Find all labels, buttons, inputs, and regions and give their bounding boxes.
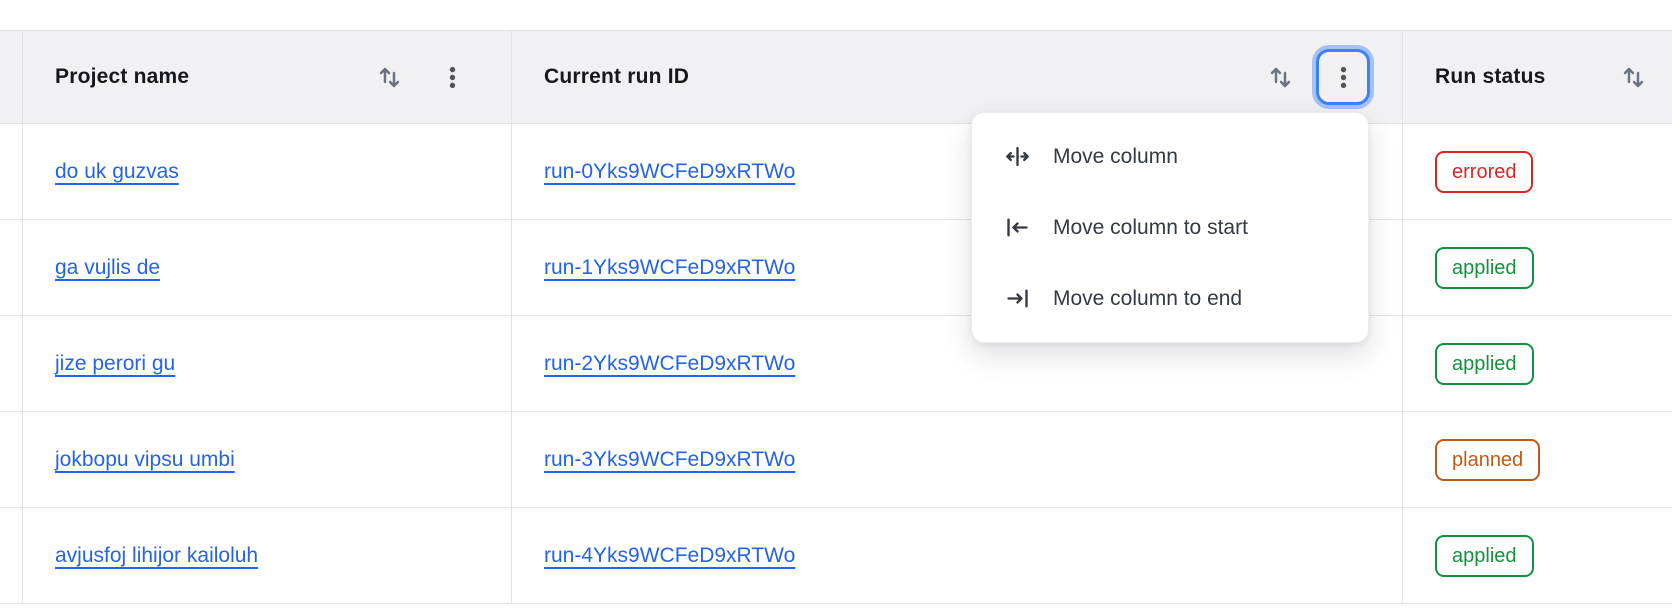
move-column-icon [1004,143,1031,170]
menu-item-label: Move column [1053,144,1178,168]
run-status-badge: applied [1435,534,1534,577]
table-header-row: Project name Current run ID [0,31,1672,124]
project-link[interactable]: avjusfoj lihijor kailoluh [55,543,259,567]
project-link[interactable]: jokbopu vipsu umbi [55,447,235,471]
run-status-badge: applied [1435,342,1534,385]
run-id-link[interactable]: run-4Yks9WCFeD9xRTWo [544,543,796,567]
column-menu-button-active[interactable] [1316,49,1370,105]
run-id-link[interactable]: run-2Yks9WCFeD9xRTWo [544,351,796,375]
kebab-menu-icon [449,66,455,88]
move-column-to-start-icon [1004,214,1031,241]
row-gutter-cell [0,508,23,603]
arrows-up-down-icon [1623,67,1644,87]
table-row: avjusfoj lihijor kailoluh run-4Yks9WCFeD… [0,508,1672,604]
row-gutter-cell [0,124,23,219]
column-title: Current run ID [544,65,690,88]
table-row: jize perori gu run-2Yks9WCFeD9xRTWo appl… [0,316,1672,412]
menu-item-move-column-to-start[interactable]: Move column to start [972,192,1368,263]
row-gutter-cell [0,316,23,411]
table-row: do uk guzvas run-0Yks9WCFeD9xRTWo errore… [0,124,1672,220]
menu-item-label: Move column to start [1053,215,1248,239]
project-link[interactable]: do uk guzvas [55,159,179,183]
kebab-menu-icon [1340,66,1346,88]
arrows-up-down-icon [1270,67,1291,87]
arrows-up-down-icon [379,67,400,87]
run-status-badge: errored [1435,150,1534,193]
run-status-badge: planned [1435,438,1541,481]
sort-button[interactable] [1620,64,1647,91]
runs-table: Project name Current run ID [0,30,1672,604]
menu-item-label: Move column to end [1053,286,1243,310]
sort-button[interactable] [376,64,403,91]
column-title: Project name [55,65,190,88]
row-gutter-cell [0,412,23,507]
run-status-badge: applied [1435,246,1534,289]
table-row: jokbopu vipsu umbi run-3Yks9WCFeD9xRTWo … [0,412,1672,508]
menu-item-move-column[interactable]: Move column [972,121,1368,192]
header-cell-current-run-id: Current run ID [512,31,1403,123]
row-gutter-cell [0,31,23,123]
menu-item-move-column-to-end[interactable]: Move column to end [972,263,1368,334]
header-cell-project-name: Project name [23,31,512,123]
run-id-link[interactable]: run-3Yks9WCFeD9xRTWo [544,447,796,471]
column-options-menu: Move column Move column to start Move co… [971,112,1369,343]
project-link[interactable]: ga vujlis de [55,255,161,279]
run-id-link[interactable]: run-1Yks9WCFeD9xRTWo [544,255,796,279]
column-menu-button[interactable] [425,49,479,105]
move-column-to-end-icon [1004,285,1031,312]
header-cell-run-status: Run status [1403,31,1672,123]
run-id-link[interactable]: run-0Yks9WCFeD9xRTWo [544,159,796,183]
table-row: ga vujlis de run-1Yks9WCFeD9xRTWo applie… [0,220,1672,316]
project-link[interactable]: jize perori gu [55,351,176,375]
row-gutter-cell [0,220,23,315]
sort-button[interactable] [1267,64,1294,91]
column-title: Run status [1435,65,1546,88]
